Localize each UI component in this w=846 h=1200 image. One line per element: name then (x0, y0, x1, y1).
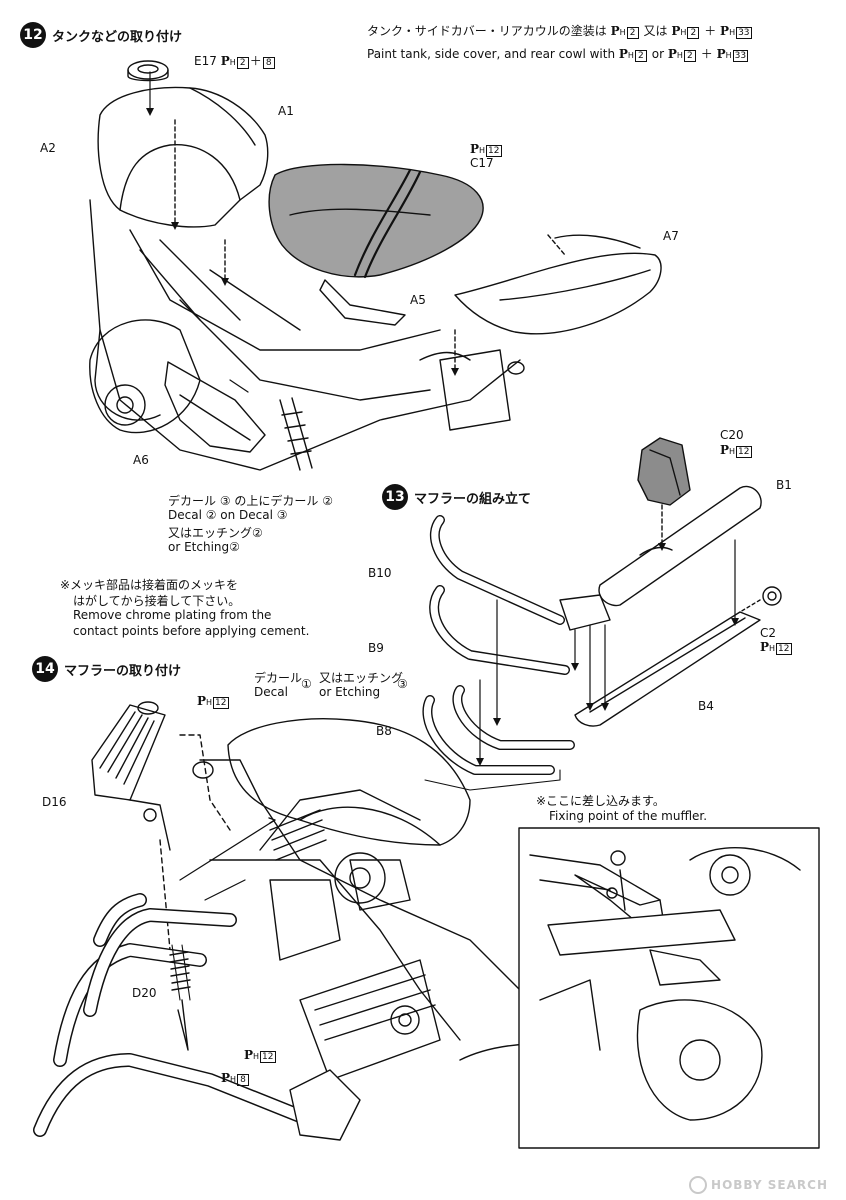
label-c2: C2 (760, 626, 777, 640)
label-c20: C20 (720, 428, 744, 442)
step14-etch-en: or Etching (319, 685, 381, 699)
step14-decal-en: Decal (254, 685, 288, 699)
label-b4: B4 (698, 699, 714, 713)
step13-number-badge: 13 (382, 484, 408, 510)
label-b8: B8 (376, 724, 392, 738)
step12-frame-drawing (89, 60, 662, 471)
step14-decal-num: ① (301, 677, 312, 691)
step12-paint-note-en: Paint tank, side cover, and rear cowl wi… (367, 47, 749, 62)
fix-note-en: Fixing point of the muffler. (549, 809, 708, 823)
chrome-note-line4: contact points before applying cement. (73, 624, 310, 638)
step13-title: マフラーの組み立て (414, 491, 532, 507)
step14-etch-num: ③ (397, 677, 408, 691)
step13-muffler-drawing (422, 437, 782, 791)
label-b9: B9 (368, 641, 384, 655)
step12-number-badge: 12 (20, 22, 46, 48)
step14-decal-jp: デカール (254, 671, 303, 685)
step14-number-badge: 14 (32, 656, 58, 682)
chrome-note-line1: ※メッキ部品は接着面のメッキを (60, 578, 239, 592)
label-a1: A1 (278, 104, 294, 118)
label-d16: D16 (42, 795, 67, 809)
step14-bike-drawing (33, 701, 701, 1144)
chrome-note-line2: はがしてから接着して下さい。 (73, 594, 241, 608)
label-a2: A2 (40, 141, 56, 155)
label-a7: A7 (663, 229, 679, 243)
step14-title: マフラーの取り付け (64, 663, 182, 679)
hobby-search-watermark: HOBBY SEARCH (689, 1176, 828, 1194)
step14-header: 14 マフラーの取り付け (32, 656, 181, 682)
label-a5: A5 (410, 293, 426, 307)
step13-header: 13 マフラーの組み立て (382, 484, 531, 510)
decal-note-line2: Decal ② on Decal ③ (168, 508, 288, 522)
step12-header: 12 タンクなどの取り付け (20, 22, 182, 48)
label-b10: B10 (368, 566, 392, 580)
label-c17: C17 (470, 156, 494, 170)
decal-note-line1: デカール ③ の上にデカール ② (168, 494, 333, 508)
fix-note-jp: ※ここに差し込みます。 (536, 794, 665, 808)
label-d20: D20 (132, 986, 157, 1000)
label-b1: B1 (776, 478, 792, 492)
chrome-note-line3: Remove chrome plating from the (73, 608, 272, 622)
label-a6: A6 (133, 453, 149, 467)
step12-title: タンクなどの取り付け (52, 29, 183, 45)
hobby-search-logo-icon (689, 1176, 708, 1194)
step14-etch-jp: 又はエッチング (319, 671, 404, 685)
inset-detail-drawing (518, 827, 820, 1149)
decal-note-line3: 又はエッチング② (168, 526, 263, 540)
decal-note-line4: or Etching② (168, 540, 240, 554)
